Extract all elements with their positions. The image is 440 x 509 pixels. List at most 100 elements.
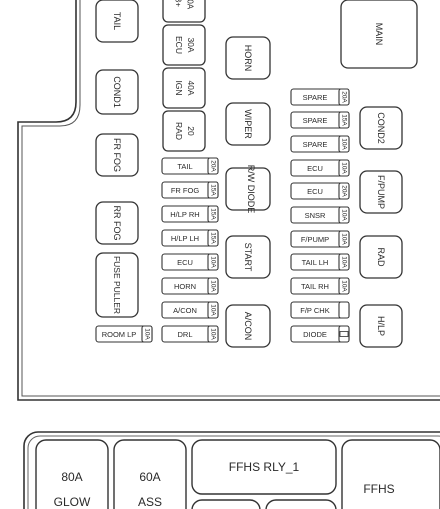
relay-rr-fog[interactable]: RR FOG: [95, 201, 139, 245]
relay-start[interactable]: START: [225, 235, 271, 279]
relay-hlp-box[interactable]: [359, 304, 403, 348]
relay-cond1-box[interactable]: [95, 69, 139, 115]
fuse-hlp-lh-label: H/LP LH: [171, 234, 199, 243]
glow-fuse-label: GLOW: [54, 495, 91, 509]
big-fuse-rad-20a-label: RAD: [174, 122, 184, 140]
fuse-right-tail-lh[interactable]: TAIL LH 10A: [290, 253, 350, 271]
fuse-tail-label: TAIL: [177, 162, 192, 171]
relay-fuse-puller-box[interactable]: [95, 252, 139, 318]
fuse-fr-fog-amp: 15A: [210, 184, 217, 196]
big-fuse-ign-40a-amp: 40A: [186, 80, 196, 95]
ass-fuse-box[interactable]: [113, 439, 187, 509]
ffhs-small-box-2[interactable]: [265, 499, 337, 509]
big-fuse-bplus[interactable]: B+30A: [162, 0, 206, 23]
fuse-hlp-lh-amp-tab: [207, 229, 219, 247]
fuse-right-spare-10a-label: SPARE: [303, 140, 328, 149]
relay-wiper[interactable]: WIPER: [225, 102, 271, 146]
fuse-right-tail-lh-label: TAIL LH: [302, 258, 329, 267]
upper-housing-inner-outline: [21, 0, 440, 397]
relay-fr-fog-box[interactable]: [95, 133, 139, 177]
fuse-right-fpump-amp: 10A: [341, 233, 348, 245]
big-fuse-bplus-amp: 30A: [186, 0, 195, 10]
ffhs-rly1-box[interactable]: [191, 439, 337, 495]
relay-fpump-label: F/PUMP: [376, 175, 386, 209]
relay-horn[interactable]: HORN: [225, 36, 271, 80]
fuse-right-spare-20a-amp-tab: [338, 88, 350, 106]
relay-tail[interactable]: TAIL: [95, 0, 139, 43]
fuse-horn-label: HORN: [174, 282, 196, 291]
relay-fuse-puller[interactable]: FUSE PULLER: [95, 252, 139, 318]
lower-housing: 80A GLOW 60A ASS FFHS RLY_1 FFHS: [23, 431, 440, 509]
relay-acon-relay[interactable]: A/CON: [225, 304, 271, 348]
big-fuse-bplus-box[interactable]: [162, 0, 206, 23]
big-fuse-ign-40a-label: IGN: [174, 80, 184, 95]
fuse-tail-amp-tab: [207, 157, 219, 175]
fuse-ecu-label: ECU: [177, 258, 193, 267]
relay-cond1[interactable]: COND1: [95, 69, 139, 115]
ass-fuse-amp: 60A: [139, 470, 160, 484]
relay-rad[interactable]: RAD: [359, 235, 403, 279]
big-fuse-rad-20a-box[interactable]: [162, 110, 206, 152]
ffhs-label: FFHS: [363, 482, 394, 496]
relay-rw-diode-box[interactable]: [225, 167, 271, 211]
fuse-right-fp-chk[interactable]: F/P CHK: [290, 301, 350, 319]
fuse-right-diode-diode-icon: [339, 331, 349, 337]
relay-rad-box[interactable]: [359, 235, 403, 279]
fuse-right-diode-label: DIODE: [303, 330, 327, 339]
relay-tail-box[interactable]: [95, 0, 139, 43]
fuse-drl-amp: 10A: [210, 328, 217, 340]
fuse-hlp-rh-amp: 15A: [210, 208, 217, 220]
fuse-right-ecu-20a-label: ECU: [307, 187, 323, 196]
relay-wiper-box[interactable]: [225, 102, 271, 146]
relay-fpump[interactable]: F/PUMP: [359, 170, 403, 214]
fuse-ecu-amp: 10A: [210, 256, 217, 268]
fuse-drl[interactable]: DRL 10A: [161, 325, 219, 343]
relay-tail-label: TAIL: [112, 12, 122, 30]
ffhs-box[interactable]: [341, 439, 440, 509]
big-fuse-ecu-30a-box[interactable]: [162, 24, 206, 66]
relay-acon-relay-box[interactable]: [225, 304, 271, 348]
fuse-drl-label: DRL: [177, 330, 192, 339]
relay-main-box[interactable]: [340, 0, 418, 69]
fuse-right-tail-lh-amp-tab: [338, 253, 350, 271]
fuse-ecu[interactable]: ECU 10A: [161, 253, 219, 271]
big-fuse-rad-20a-amp: 20: [186, 126, 196, 136]
relay-start-box[interactable]: [225, 235, 271, 279]
relay-horn-box[interactable]: [225, 36, 271, 80]
relay-cond2[interactable]: COND2: [359, 106, 403, 150]
fuse-right-diode[interactable]: DIODE: [290, 325, 350, 343]
ffhs-small-box-1[interactable]: [191, 499, 261, 509]
relay-main[interactable]: MAIN: [340, 0, 418, 69]
relay-rr-fog-box[interactable]: [95, 201, 139, 245]
relay-fr-fog[interactable]: FR FOG: [95, 133, 139, 177]
relay-cond2-box[interactable]: [359, 106, 403, 150]
relay-fpump-box[interactable]: [359, 170, 403, 214]
glow-fuse-box[interactable]: [35, 439, 109, 509]
fuse-right-spare-20a-label: SPARE: [303, 93, 328, 102]
relay-hlp[interactable]: H/LP: [359, 304, 403, 348]
fuse-drl-amp-tab: [207, 325, 219, 343]
fuse-right-tail-lh-amp: 10A: [341, 256, 348, 268]
fuse-room-lp-label: ROOM LP: [102, 330, 137, 339]
relay-rw-diode[interactable]: R/W DIODE: [225, 165, 271, 214]
fuse-right-ecu-20a-amp-tab: [338, 182, 350, 200]
big-fuse-ign-40a-box[interactable]: [162, 67, 206, 109]
